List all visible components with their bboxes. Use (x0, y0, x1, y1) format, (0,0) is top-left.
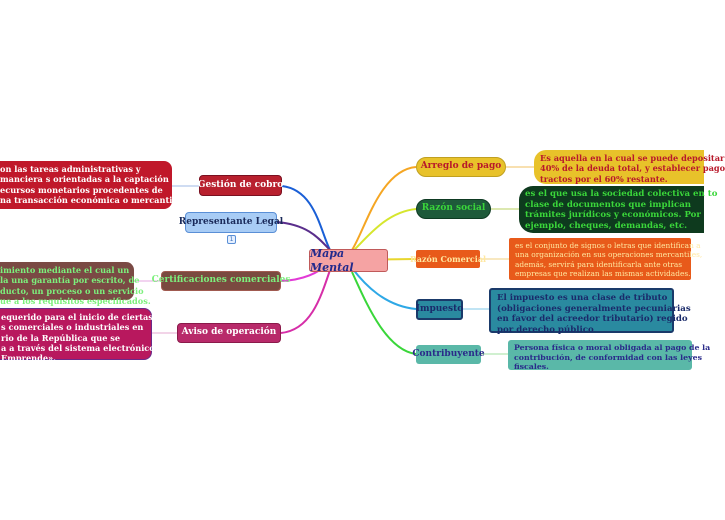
link-razon-social (351, 208, 417, 253)
link-arreglo-pago (351, 166, 417, 251)
topic-impuesto[interactable]: Impuesto (416, 299, 463, 320)
topic-contribuyente[interactable]: Contribuyente (412, 345, 485, 364)
link-impuesto (351, 267, 417, 310)
link-gestion-cobro (281, 185, 331, 251)
note-razon-social: es el que usa la sociedad colectiva en t… (519, 186, 717, 233)
attachment-count-badge[interactable]: 1 (227, 235, 236, 244)
note-impuesto: El impuesto es una clase de tributo (obl… (489, 288, 691, 335)
central-topic[interactable]: Mapa Mental (309, 247, 388, 274)
link-representante-legal (276, 221, 331, 251)
note-contribuyente: Persona física o moral obligada al pago … (508, 340, 710, 371)
note-gestion-de-cobro: on las tareas administrativas y manciera… (0, 161, 183, 209)
topic-gestion-de-cobro[interactable]: Gestión de cobro (198, 175, 283, 196)
topic-representante-legal[interactable]: Representante Legal (179, 212, 283, 233)
topic-certificaciones-comerciales[interactable]: Certificaciones comerciales (152, 271, 290, 291)
note-razon-comercial: es el conjunto de signos o letras que id… (509, 238, 702, 280)
topic-arreglo-de-pago[interactable]: Arreglo de pago (416, 157, 506, 177)
link-contribuyente (351, 271, 417, 355)
note-certificaciones-comerciales: imiento mediante el cual un la una garan… (0, 262, 151, 306)
topic-razon-social[interactable]: Razón social (416, 199, 491, 219)
topic-aviso-de-operacion[interactable]: Aviso de operación (177, 323, 281, 343)
topic-razon-comercial[interactable]: Razón Comercial (410, 250, 486, 268)
note-aviso-de-operacion: equerido para el inicio de ciertas s com… (0, 308, 155, 363)
note-arreglo-de-pago: Es aquella en la cual se puede depositar… (534, 150, 725, 184)
link-aviso-operacion (280, 269, 331, 334)
